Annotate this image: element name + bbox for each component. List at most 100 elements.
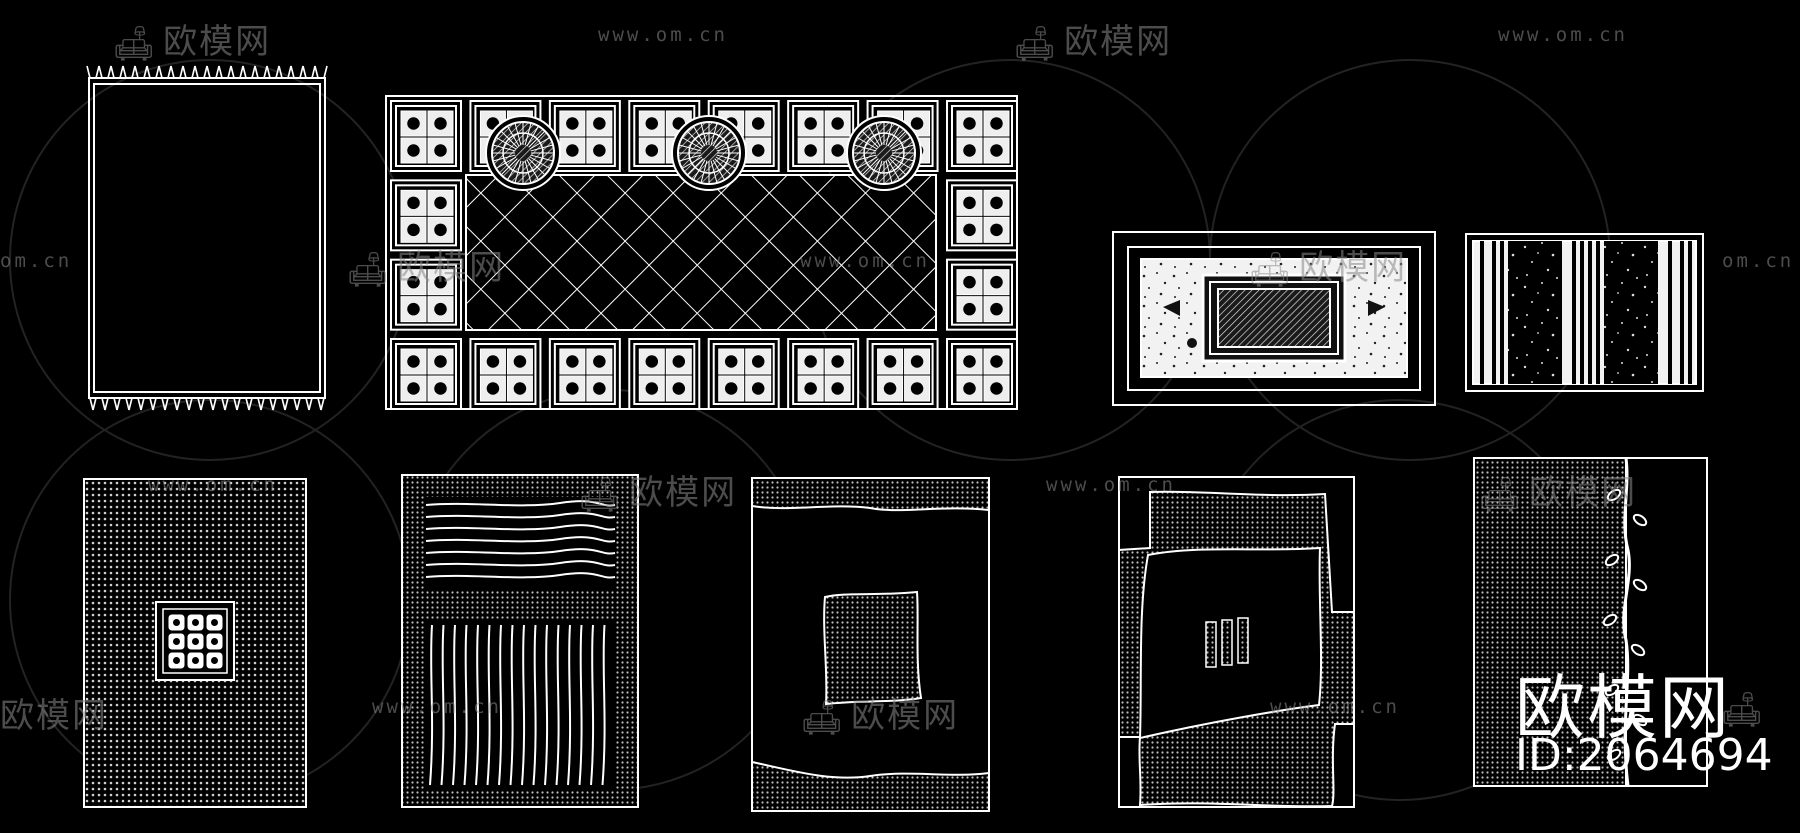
medallion <box>671 115 747 191</box>
fringe-strand <box>122 65 127 79</box>
fringe-strand <box>134 65 139 79</box>
fringe-strand <box>284 397 289 411</box>
wavy-stripe <box>555 624 560 786</box>
rug-tile <box>390 258 462 331</box>
wavy-stripe <box>544 624 549 786</box>
wavy-stripe <box>486 624 491 786</box>
watermark-brand: 🛋欧模网 <box>346 248 506 290</box>
fringe-strand <box>233 397 238 411</box>
rug-stripe <box>1680 241 1684 384</box>
rug-tile <box>787 100 860 172</box>
rug-stripe <box>1580 241 1584 384</box>
fringe-strand <box>110 65 115 79</box>
wavy-stripe <box>452 624 457 786</box>
rug-tile <box>946 258 1018 331</box>
fringe-strand <box>140 397 145 411</box>
striped-speckled-rug <box>1465 233 1704 392</box>
vine-leaf <box>1630 643 1646 657</box>
fringe-strand <box>206 65 211 79</box>
vine-split-rug <box>1473 457 1708 787</box>
fringe-strand <box>272 397 277 411</box>
wavy-stripe <box>567 624 572 786</box>
fringe-strand <box>164 397 169 411</box>
fringe-strand <box>293 397 298 411</box>
fringe-strand <box>86 65 91 79</box>
vine-leaf <box>1602 613 1618 627</box>
wavy-stripe <box>521 624 526 786</box>
fringe-strand <box>287 65 292 79</box>
fringe-strand <box>251 65 256 79</box>
dotted-rug-with-center-grid <box>83 478 307 808</box>
rug-tile <box>946 179 1018 252</box>
fringe-strand <box>215 65 220 79</box>
fringe-strand <box>185 397 190 411</box>
fringe-strand <box>95 65 100 79</box>
fringe-strand <box>248 397 253 411</box>
fringe-strand <box>167 65 172 79</box>
wavy-stripe <box>429 624 434 786</box>
fringe-strand <box>245 397 250 411</box>
fringe-strand <box>281 397 286 411</box>
fringe-strand <box>188 397 193 411</box>
wavy-stripe <box>425 524 616 531</box>
rug-tile <box>390 338 462 410</box>
wavy-stripe <box>601 624 606 786</box>
rug-stripe <box>1596 241 1600 384</box>
watermark-url-partial: om.cn <box>0 250 73 272</box>
rug-tile <box>390 100 462 172</box>
fringe-strand <box>182 65 187 79</box>
wavy-stripe <box>440 624 445 786</box>
wavy-stripe-rug <box>401 474 639 808</box>
rug-tile <box>946 338 1018 410</box>
fringe-strand <box>155 65 160 79</box>
wavy-stripe <box>425 500 616 507</box>
rug-stripe <box>1480 241 1484 384</box>
fringe-strand <box>104 397 109 411</box>
rug-tile <box>946 100 1018 172</box>
fringe-strand <box>260 397 265 411</box>
fringe-strand <box>236 397 241 411</box>
fringe-strand <box>92 397 97 411</box>
rug-tile <box>469 338 542 410</box>
medallion <box>846 115 922 191</box>
vine-leaf <box>1606 748 1622 762</box>
rug-stripe <box>1588 241 1592 384</box>
fringe-strand <box>173 397 178 411</box>
vine-leaf <box>1632 513 1648 527</box>
fringe-strand <box>194 65 199 79</box>
fringe-strand <box>230 65 235 79</box>
watermark-url: www.om.cn <box>1498 24 1628 46</box>
wavy-stripe <box>590 624 595 786</box>
watermark-brand-partial: 欧模网 <box>0 696 108 736</box>
fringe-strand <box>242 65 247 79</box>
fringe-strand <box>89 397 94 411</box>
fringe-strand <box>320 397 325 411</box>
fringe-strand <box>257 397 262 411</box>
watermark-url-partial: om.cn <box>1722 250 1795 272</box>
vine-leaf <box>1632 713 1648 727</box>
medallion <box>485 115 561 191</box>
fringe-strand <box>200 397 205 411</box>
fringe-strand <box>176 397 181 411</box>
fringe-strand <box>290 65 295 79</box>
vine-leaf <box>1632 578 1648 592</box>
wavy-stripe <box>425 536 616 543</box>
fringe-strand <box>146 65 151 79</box>
fringe-strand <box>116 397 121 411</box>
wavy-stripe <box>532 624 537 786</box>
watermark-url: www.om.cn <box>148 474 278 496</box>
torn-band-rug <box>751 477 990 812</box>
wavy-stripe <box>425 548 616 555</box>
fringe-strand <box>101 397 106 411</box>
wavy-stripe <box>475 624 480 786</box>
fringe-strand <box>263 65 268 79</box>
fringe-strand <box>137 397 142 411</box>
fringe-strand <box>149 397 154 411</box>
wavy-stripe <box>425 560 616 567</box>
vine-leaf <box>1604 553 1620 567</box>
fringe-strand <box>296 397 301 411</box>
wavy-stripe <box>425 572 616 579</box>
rug-tile <box>707 338 780 410</box>
watermark-brand: 🛋欧模网 <box>1248 248 1408 290</box>
fringe-strand <box>311 65 316 79</box>
